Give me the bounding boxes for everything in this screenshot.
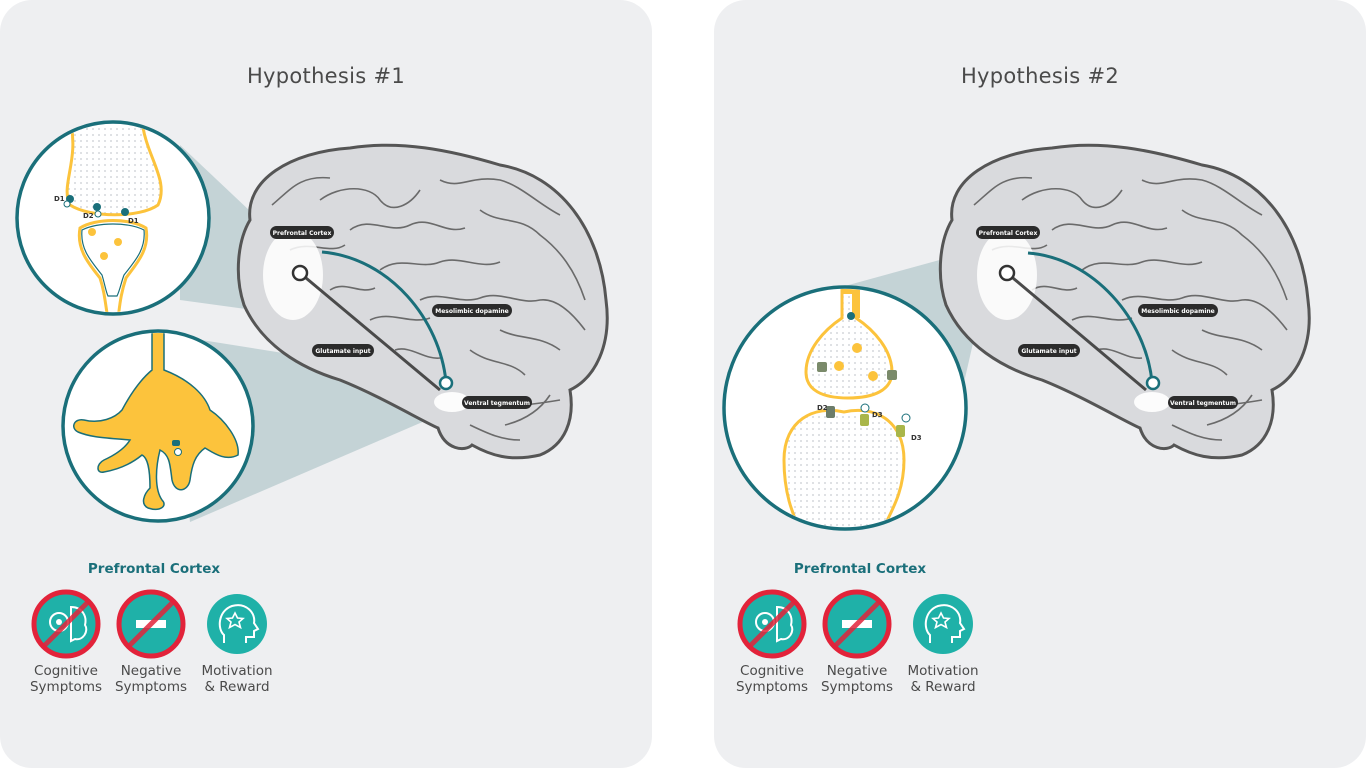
receptor-label-d1-left: D1 bbox=[54, 195, 65, 203]
svg-text:Prefrontal Cortex: Prefrontal Cortex bbox=[979, 230, 1038, 237]
symptom-label: Motivation bbox=[907, 663, 979, 679]
region-title: Prefrontal Cortex bbox=[87, 561, 221, 577]
brain-gear-icon bbox=[737, 589, 807, 659]
minus-icon bbox=[822, 589, 892, 659]
symptom-label: Cognitive bbox=[34, 663, 98, 679]
hypothesis-1-diagram: Prefrontal Cortex Mesolimbic dopamine Gl… bbox=[15, 120, 609, 523]
neuron-zoom-circle bbox=[61, 329, 255, 523]
label-ventral-tegmentum: Ventral tegmentum bbox=[462, 396, 532, 409]
label-glutamate-input: Glutamate input bbox=[312, 344, 374, 357]
head-star-icon bbox=[207, 594, 267, 654]
hypothesis-1-panel: Hypothesis #1 Prefrontal Cortex bbox=[0, 0, 652, 768]
mesolimbic-pathway bbox=[1027, 251, 1154, 383]
symptom-label: Symptoms bbox=[114, 679, 187, 695]
hypothesis-2-diagram: Prefrontal Cortex Mesolimbic dopamine Gl… bbox=[722, 143, 1311, 531]
symptom-motivation: Motivation & Reward bbox=[192, 589, 282, 695]
mesolimbic-pathway bbox=[321, 250, 448, 383]
receptor-label-d2: D2 bbox=[83, 212, 94, 220]
svg-text:Glutamate input: Glutamate input bbox=[315, 348, 370, 355]
synapse-zoom-circle: D2 D3 D3 bbox=[722, 285, 968, 531]
hypothesis-2-title: Hypothesis #2 bbox=[960, 64, 1120, 88]
brain-illustration: Prefrontal Cortex Mesolimbic dopamine Gl… bbox=[236, 143, 609, 460]
svg-text:Mesolimbic dopamine: Mesolimbic dopamine bbox=[435, 308, 509, 315]
svg-text:Prefrontal Cortex: Prefrontal Cortex bbox=[273, 230, 332, 237]
receptor-label-d3-right: D3 bbox=[911, 434, 922, 442]
symptom-label: Motivation bbox=[201, 663, 273, 679]
brain-gear-icon bbox=[31, 589, 101, 659]
symptom-negative: Negative Symptoms bbox=[812, 589, 902, 695]
label-ventral-tegmentum: Ventral tegmentum bbox=[1168, 396, 1238, 409]
brain-illustration: Prefrontal Cortex Mesolimbic dopamine Gl… bbox=[938, 143, 1311, 460]
minus-icon bbox=[116, 589, 186, 659]
symptom-negative: Negative Symptoms bbox=[106, 589, 196, 695]
symptom-label: Symptoms bbox=[29, 679, 102, 695]
symptom-label: Symptoms bbox=[820, 679, 893, 695]
symptom-label: & Reward bbox=[204, 679, 270, 695]
label-prefrontal-cortex: Prefrontal Cortex bbox=[976, 226, 1040, 239]
symptom-label: & Reward bbox=[910, 679, 976, 695]
symptom-cognitive: Cognitive Symptoms bbox=[21, 589, 111, 695]
label-prefrontal-cortex: Prefrontal Cortex bbox=[270, 226, 334, 239]
symptom-label: Cognitive bbox=[740, 663, 804, 679]
head-star-icon bbox=[913, 594, 973, 654]
synapse-zoom-circle: D1 D2 D1 bbox=[15, 120, 211, 316]
receptor-label-d1-right: D1 bbox=[128, 217, 139, 225]
svg-text:Mesolimbic dopamine: Mesolimbic dopamine bbox=[1141, 308, 1215, 315]
symptom-label: Negative bbox=[120, 663, 182, 679]
glutamate-pathway bbox=[1006, 271, 1147, 392]
symptom-motivation: Motivation & Reward bbox=[898, 589, 988, 695]
svg-text:Ventral tegmentum: Ventral tegmentum bbox=[1170, 400, 1236, 407]
region-title: Prefrontal Cortex bbox=[793, 561, 927, 577]
receptor-label-d2: D2 bbox=[817, 404, 828, 412]
label-glutamate-input: Glutamate input bbox=[1018, 344, 1080, 357]
label-mesolimbic-dopamine: Mesolimbic dopamine bbox=[1138, 304, 1218, 317]
svg-text:Ventral tegmentum: Ventral tegmentum bbox=[464, 400, 530, 407]
receptor-label-d3: D3 bbox=[872, 411, 883, 419]
svg-text:Glutamate input: Glutamate input bbox=[1021, 348, 1076, 355]
symptom-label: Negative bbox=[826, 663, 888, 679]
symptom-label: Symptoms bbox=[735, 679, 808, 695]
hypothesis-2-panel: Hypothesis #2 Prefrontal Cortex Mesolim bbox=[714, 0, 1366, 768]
glutamate-pathway bbox=[299, 271, 441, 392]
label-mesolimbic-dopamine: Mesolimbic dopamine bbox=[432, 304, 512, 317]
hypothesis-1-title: Hypothesis #1 bbox=[246, 64, 406, 88]
symptom-cognitive: Cognitive Symptoms bbox=[727, 589, 817, 695]
